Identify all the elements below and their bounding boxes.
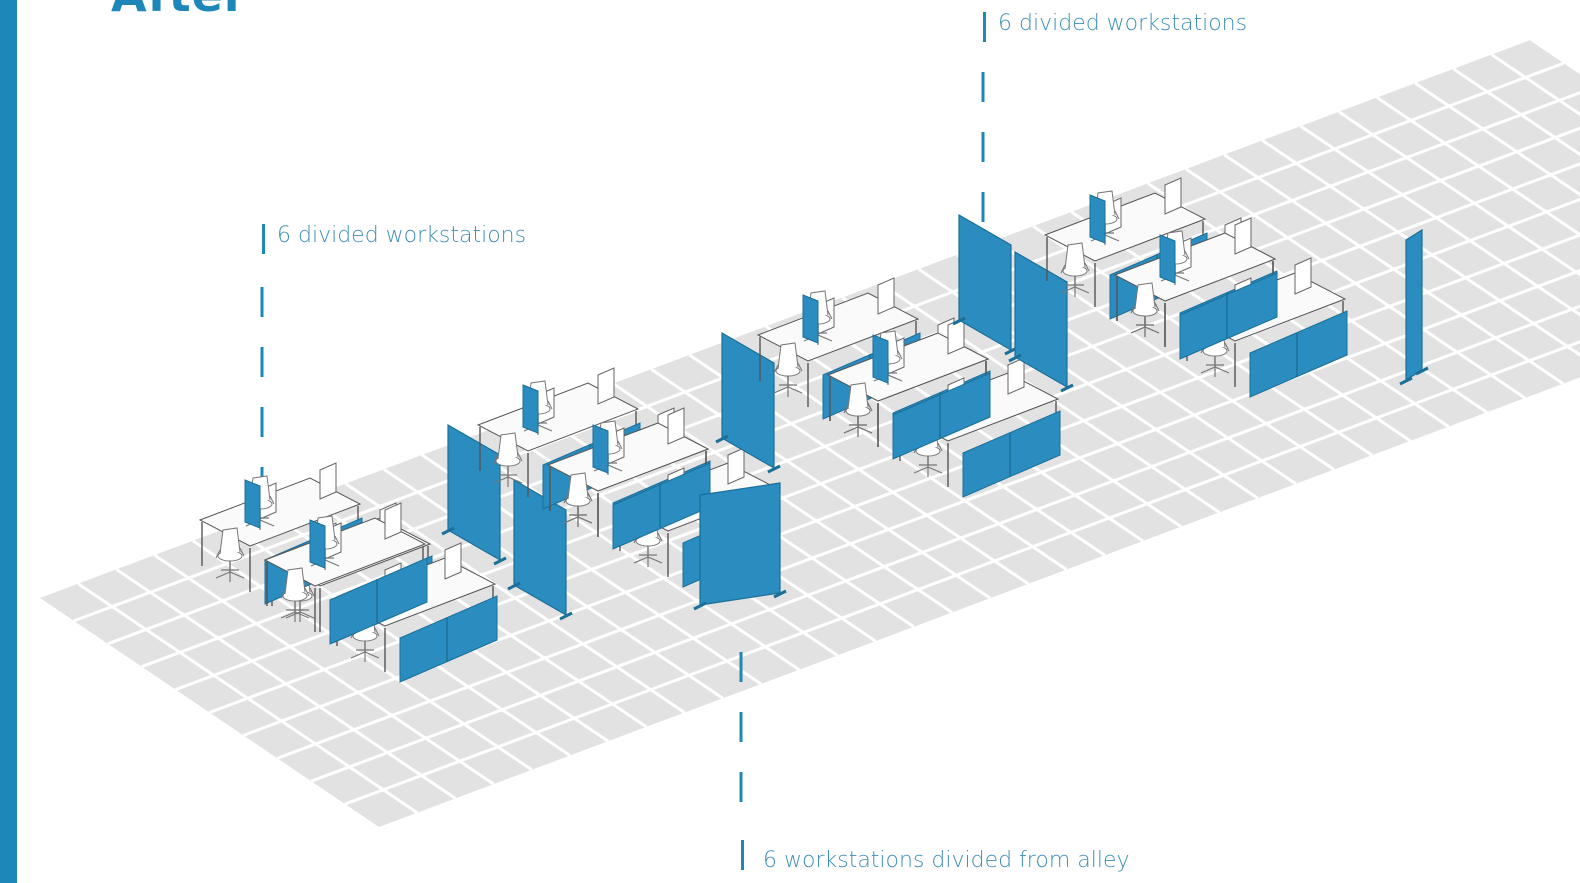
privacy-screen-icon [309,519,326,569]
monitor-icon [384,502,402,540]
floor-grid-line [276,269,1580,760]
monitor-icon [319,462,337,500]
freestanding-screen-icon [952,213,1018,356]
furniture [198,177,1429,683]
screen-foot [507,581,521,591]
workstation-cluster [826,317,1061,498]
monitor-icon [1294,257,1312,295]
office-chair-icon [493,432,523,487]
callout-label-left: 6 divided workstations [277,223,527,248]
screen-foot [493,556,507,566]
privacy-screen-icon [592,424,609,474]
screen-panel [699,482,781,606]
office-chair-icon [280,567,310,622]
workstation-cluster [1113,217,1348,398]
callout-marker-left [262,224,265,254]
floor-grid-line [1490,53,1580,117]
screen-foot [767,464,781,474]
floor-grid-line [1452,67,1580,157]
office-chair-icon [1130,282,1160,337]
screen-foot [693,601,707,611]
screen-foot [1008,353,1022,363]
privacy-screen-icon [244,479,261,529]
privacy-screen-icon [329,557,428,645]
page-title: After [111,0,248,18]
floor-grid-line [344,340,1580,806]
callout-leaders [260,72,985,808]
screen-foot [441,526,455,536]
freestanding-screen-icon [441,423,507,566]
privacy-screen-icon [1159,234,1176,284]
privacy-screen-icon [1089,194,1106,244]
screen-foot [952,316,966,326]
workstation-cluster [263,502,498,683]
floor-grid-line [310,304,1580,783]
callout-marker-bottom [741,840,744,870]
floor-grid-line [1414,81,1580,197]
callout-label-bottom: 6 workstations divided from alley [763,848,1130,873]
left-accent-bar [0,0,17,883]
privacy-screen-icon [962,410,1061,498]
callout-marker-top-right [983,12,986,42]
floor-grid [40,40,1580,827]
freestanding-screen-icon [1399,228,1429,386]
monitor-icon [1234,217,1252,255]
privacy-screen-icon [522,384,539,434]
screen-panel [1405,228,1423,382]
screen-foot [559,611,573,621]
office-chair-icon [773,342,803,397]
privacy-screen-icon [872,334,889,384]
screen-foot [1399,376,1413,386]
screen-foot [773,589,787,599]
callout-label-top-right: 6 divided workstations [998,11,1248,36]
office-chair-icon [843,382,873,437]
office-chair-icon [215,527,245,582]
monitor-icon [597,367,615,405]
monitor-icon [1007,357,1025,395]
office-chair-icon [563,472,593,527]
privacy-screen-icon [892,372,991,460]
freestanding-screen-icon [1008,250,1074,393]
privacy-screen-icon [802,294,819,344]
office-chair-icon [1060,242,1090,297]
screen-foot [715,434,729,444]
monitor-icon [444,542,462,580]
screen-foot [1415,366,1429,376]
privacy-screen-icon [399,595,498,683]
monitor-icon [667,407,685,445]
monitor-icon [877,277,895,315]
freestanding-screen-icon [715,331,781,474]
freestanding-screen-icon [693,482,787,611]
privacy-screen-icon [1249,310,1348,398]
screen-foot [1060,383,1074,393]
monitor-icon [727,447,745,485]
monitor-icon [1164,177,1182,215]
privacy-screen-icon [1179,272,1278,360]
